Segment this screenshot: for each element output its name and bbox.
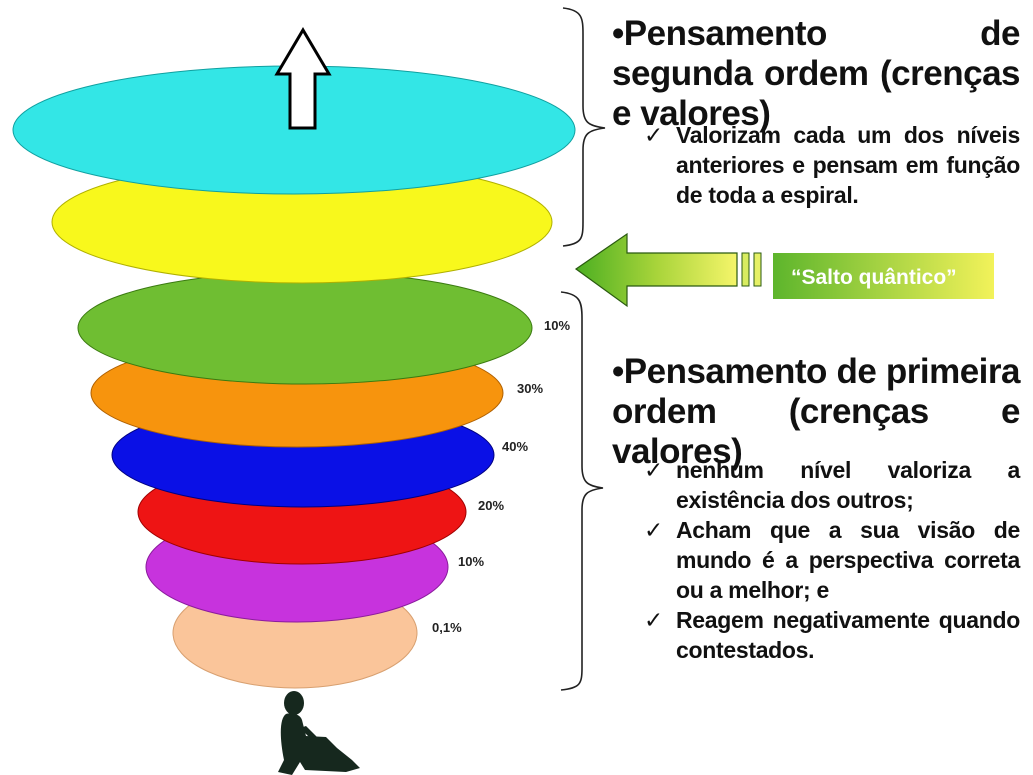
second-order-title: •Pensamento de segunda ordem (crenças e … [612,14,1021,133]
first-order-bullet-1: ✓ nenhum nível valoriza a existência dos… [640,455,1020,515]
salto-arrow-stripe-1 [741,252,750,287]
first-order-bullet-2: ✓ Acham que a sua visão de mundo é a per… [640,515,1020,605]
salto-arrow-stripe-2 [753,252,762,287]
second-order-bullet-1: ✓ Valorizam cada um dos níveis anteriore… [640,120,1020,210]
first-order-title: •Pensamento de primeira ordem (crenças e… [612,352,1021,471]
first-order-bullets: ✓ nenhum nível valoriza a existência dos… [640,455,1020,665]
level-3-green-ellipse [77,271,533,385]
level-4-percentage: 30% [517,381,543,396]
arrow-up-icon [274,27,332,130]
level-3-percentage: 10% [544,318,570,333]
salto-label-box [773,253,994,299]
first-order-bullet-3: ✓ Reagem negativamente quando contestado… [640,605,1020,665]
first-order-bullet-text: Reagem negativamente quando contestados. [676,607,1020,663]
check-icon: ✓ [644,122,663,148]
salto-label: “Salto quântico” [791,266,957,289]
level-7-percentage: 10% [458,554,484,569]
level-6-percentage: 20% [478,498,504,513]
check-icon: ✓ [644,517,663,543]
level-8-percentage: 0,1% [432,620,462,635]
check-icon: ✓ [644,457,663,483]
first-order-bullet-text: nenhum nível valoriza a existência dos o… [676,457,1020,513]
first-order-bullet-text: Acham que a sua visão de mundo é a persp… [676,517,1020,603]
second-order-bullet-text: Valorizam cada um dos níveis anteriores … [676,122,1020,208]
upper-brace [562,7,606,247]
seated-person-icon [278,691,360,775]
level-5-percentage: 40% [502,439,528,454]
second-order-bullets: ✓ Valorizam cada um dos níveis anteriore… [640,120,1020,210]
salto-arrow-icon [574,232,738,308]
lower-brace [560,291,604,691]
check-icon: ✓ [644,607,663,633]
